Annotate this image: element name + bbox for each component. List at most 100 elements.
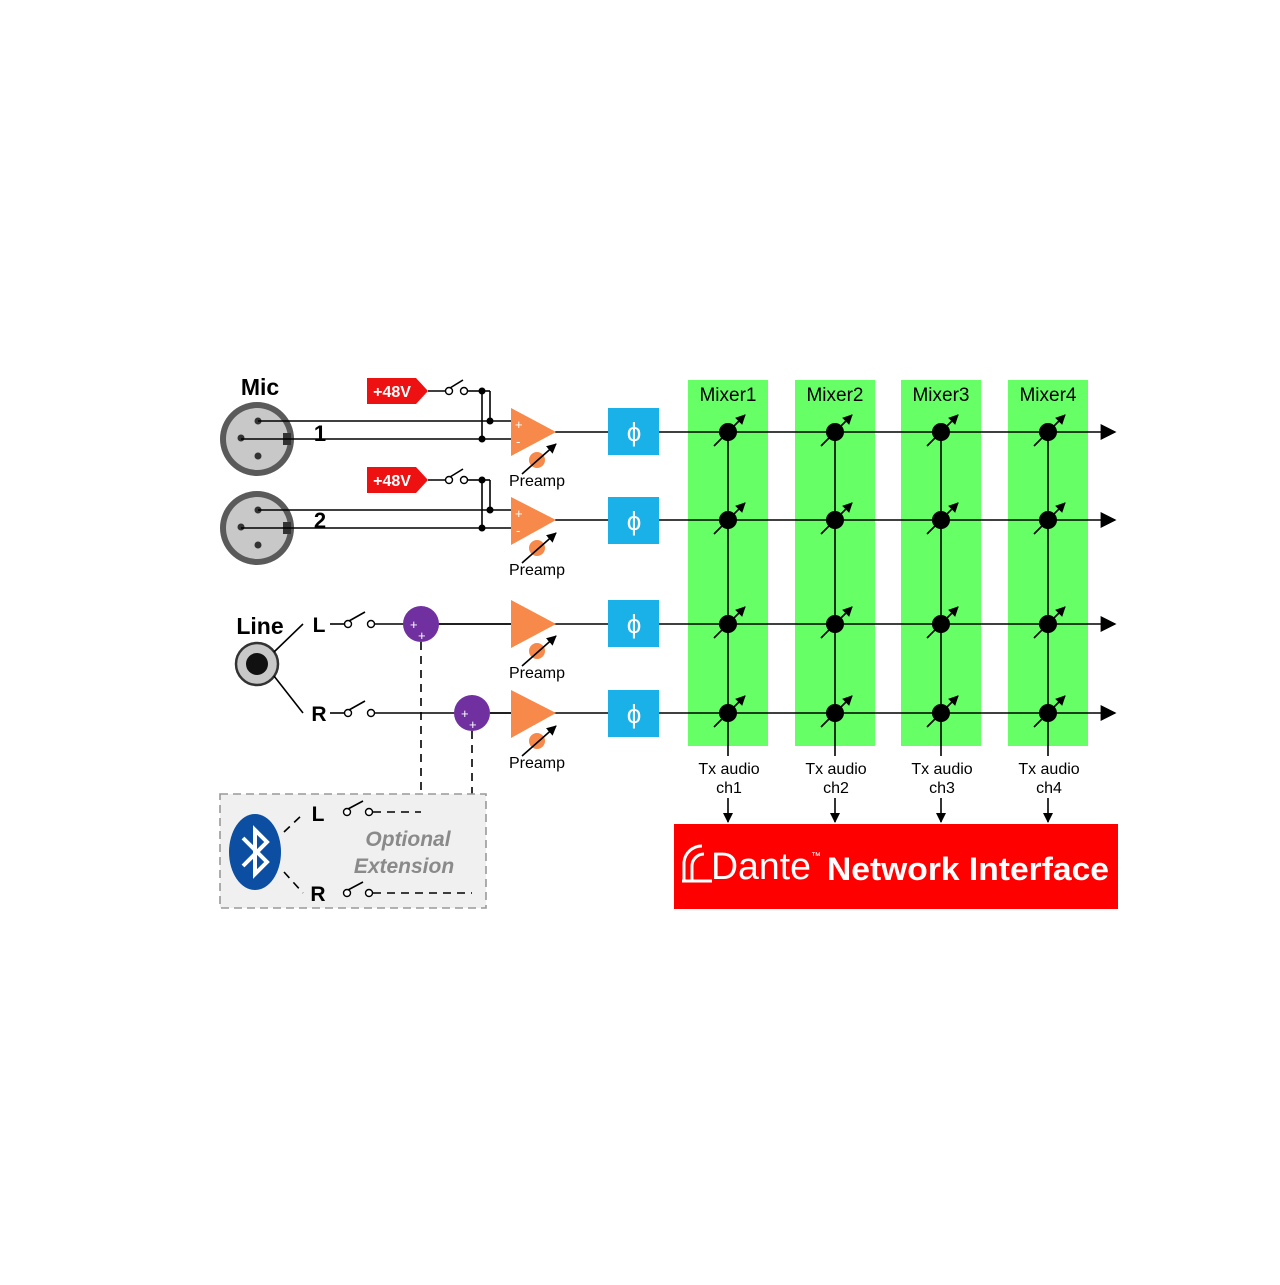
tx2-label-bg <box>797 756 875 798</box>
mic1-label: 1 <box>314 421 326 446</box>
phantom-2-switch-pole-a <box>444 475 454 485</box>
phantom-1-switch-pole-b <box>459 386 469 396</box>
tx3-line1: Tx audio <box>911 761 972 778</box>
phantom-1-switch-pole-a <box>444 386 454 396</box>
phase-block-1 <box>608 408 659 455</box>
tx4-line1: Tx audio <box>1018 761 1079 778</box>
preamp-4: Preamp <box>509 690 565 772</box>
line-right-switch-pole-b <box>366 708 376 718</box>
tx-labels: Tx audio ch1 Tx audio ch2 Tx audio ch3 T… <box>690 756 1088 798</box>
preamp-1-plus: + <box>515 417 523 432</box>
bt-left-switch-pole-b <box>364 807 374 817</box>
optional-extension-box: L R Optional Extension <box>219 793 487 909</box>
optional-line2: Extension <box>354 855 454 878</box>
preamp-1-triangle <box>511 408 556 456</box>
bt-left-switch-pole-a <box>342 807 352 817</box>
optional-line1: Optional <box>365 828 451 851</box>
dante-logo-icon <box>682 844 712 883</box>
preamp-2-gain-arrow <box>521 532 557 564</box>
crosspoint-gain-arrow-r2-m2 <box>820 502 853 535</box>
preamp-3: Preamp <box>509 600 565 682</box>
bt-left-label: L <box>312 803 325 826</box>
dante-network-interface-label: Network Interface <box>827 851 1109 887</box>
preamp-4-gain-knob <box>529 733 545 749</box>
tx1-line2: ch1 <box>716 780 742 797</box>
mixer1-title: Mixer1 <box>699 385 756 406</box>
phantom-1-tag <box>367 378 428 404</box>
line-left-label: L <box>313 614 326 637</box>
preamp-2-triangle <box>511 497 556 545</box>
crosspoint-gain-arrow-r4-m1 <box>713 695 746 728</box>
preamp-4-triangle <box>511 690 556 738</box>
mic2-pin-b <box>237 523 245 531</box>
crosspoint-gain-arrow-r2-m3 <box>926 502 959 535</box>
tx3-label-bg <box>903 756 981 798</box>
summer-left: + + <box>403 606 439 643</box>
tx2-line1: Tx audio <box>805 761 866 778</box>
summer-right-circle <box>454 695 490 731</box>
phantom-1-node-hot <box>486 417 494 425</box>
crosspoint-gain-arrow-r1-m3 <box>926 414 959 447</box>
dante-brand: Dante <box>711 846 811 888</box>
phase-block-3 <box>608 600 659 647</box>
dante-network-interface: Dante ™ Network Interface <box>674 824 1118 909</box>
phantom-1-node-cold <box>478 435 486 443</box>
line-wire-right <box>273 675 304 714</box>
bt-wire-left <box>283 813 304 833</box>
preamp-3-gain-knob <box>529 643 545 659</box>
summer-right-plus-b: + <box>469 717 477 732</box>
phase-block-4 <box>608 690 659 737</box>
bt-left-switch-blade <box>347 800 364 810</box>
preamp-2-gain-knob <box>529 540 545 556</box>
bt-right-switch-blade <box>347 881 364 891</box>
tx4-label-bg <box>1010 756 1088 798</box>
mixer-columns <box>688 380 1088 746</box>
phantom-2-node-cold <box>478 524 486 532</box>
mic1-pin-c <box>254 452 262 460</box>
preamp-2-minus: - <box>516 523 520 538</box>
phase-symbol-1: ϕ <box>627 417 642 447</box>
bt-right-switch-pole-a <box>342 888 352 898</box>
crosspoint-matrix <box>713 414 1066 728</box>
dante-box <box>674 824 1118 909</box>
phase-symbol-2: ϕ <box>627 506 642 536</box>
preamp-3-gain-arrow <box>521 635 557 667</box>
preamp-3-triangle <box>511 600 556 648</box>
mixer-bus-lines <box>723 432 1053 823</box>
bt-wire-right <box>283 871 304 894</box>
phantom-2-tag <box>367 467 428 493</box>
crosspoint-gain-arrow-r1-m2 <box>820 414 853 447</box>
dante-trademark: ™ <box>811 851 821 862</box>
summer-left-circle <box>403 606 439 642</box>
crosspoint-gain-arrow-r3-m3 <box>926 606 959 639</box>
crosspoint-gain-arrow-r4-m3 <box>926 695 959 728</box>
tx1-line1: Tx audio <box>698 761 759 778</box>
preamp-4-label: Preamp <box>509 755 565 772</box>
line-right-switch-pole-a <box>343 708 353 718</box>
crosspoint-gain-arrow-r2-m1 <box>713 502 746 535</box>
summer-right-plus-a: + <box>461 706 469 721</box>
mic-title: Mic <box>241 374 280 400</box>
crosspoint-gain-arrow-r4-m2 <box>820 695 853 728</box>
preamp-1-gain-arrow <box>521 443 557 475</box>
phantom-2-node-top <box>478 476 486 484</box>
crosspoint-gain-arrow-r1-m4 <box>1033 414 1066 447</box>
mixer4-title: Mixer4 <box>1019 385 1076 406</box>
mic2-label: 2 <box>314 508 326 533</box>
bt-right-label: R <box>310 883 325 906</box>
line-title: Line <box>236 613 283 639</box>
crosspoint-gain-arrow-r4-m4 <box>1033 695 1066 728</box>
crosspoint-gain-arrow-r3-m2 <box>820 606 853 639</box>
line-left-switch-pole-a <box>343 619 353 629</box>
summer-left-plus-a: + <box>410 617 418 632</box>
line-right-label: R <box>311 703 326 726</box>
preamp-1-label: Preamp <box>509 473 565 490</box>
tx4-line2: ch4 <box>1036 780 1062 797</box>
bt-right-switch-pole-b <box>364 888 374 898</box>
line-left-switch-blade <box>348 611 366 622</box>
mic2-pin-c <box>254 541 262 549</box>
line-jack-inner <box>246 653 268 675</box>
tx3-line2: ch3 <box>929 780 955 797</box>
